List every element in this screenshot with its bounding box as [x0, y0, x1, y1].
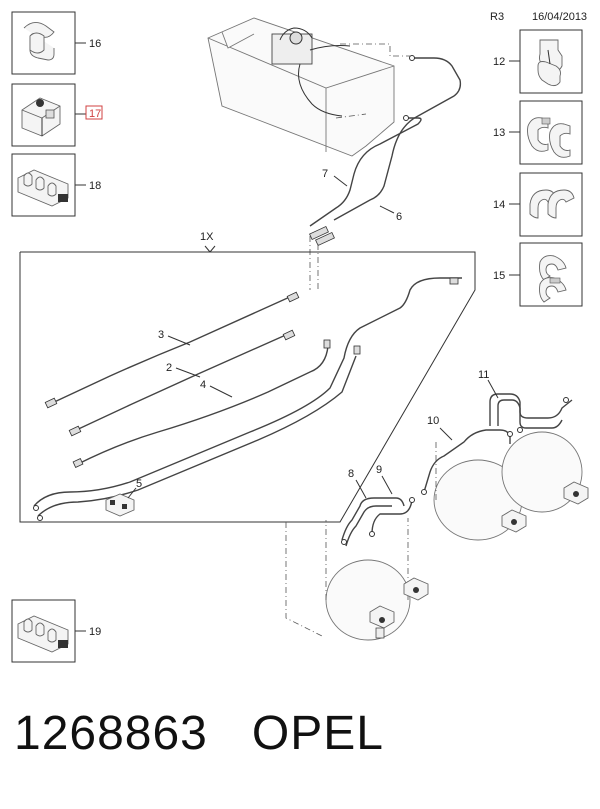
callout-6: 6 — [396, 211, 402, 223]
pipe-kit-group: 1X — [19, 231, 476, 523]
clamp-block-icon — [21, 97, 61, 137]
panel-label-16: 16 — [89, 38, 101, 50]
pipe-3 — [44, 291, 300, 409]
clip-icon — [23, 22, 55, 61]
pipe-long — [33, 277, 462, 521]
tank-middle — [433, 440, 523, 541]
footer: 1268863 OPEL — [14, 706, 384, 761]
pipe-9 — [369, 497, 415, 537]
pipe-6 — [333, 57, 462, 221]
tank-assembly — [207, 17, 410, 157]
callout-7: 7 — [322, 168, 328, 180]
panel-label-15: 15 — [493, 270, 505, 282]
left-panel-19[interactable]: 19 — [11, 599, 101, 663]
callout-4: 4 — [200, 379, 206, 391]
group-label: 1X — [200, 231, 214, 243]
callout-9: 9 — [376, 464, 382, 476]
tank-front — [325, 518, 411, 641]
callout-3: 3 — [158, 329, 164, 341]
multi-clip-icon-19 — [17, 615, 69, 653]
revision-label: R3 — [490, 11, 504, 23]
callout-2: 2 — [166, 362, 172, 374]
valve-2 — [403, 577, 429, 601]
clip-part-5 — [105, 493, 135, 517]
pipe-4 — [72, 339, 331, 468]
pipe-2 — [68, 329, 296, 437]
panel-label-12: 12 — [493, 56, 505, 68]
pipe-10 — [421, 429, 513, 495]
multi-clip-icon — [17, 169, 69, 207]
pipe-8 — [341, 497, 405, 547]
pump-module — [271, 27, 351, 117]
brand-name: OPEL — [251, 707, 384, 760]
right-panel-13[interactable]: 13 — [493, 100, 583, 165]
left-panel-16[interactable]: 16 — [11, 11, 101, 75]
left-panel-18[interactable]: 18 — [11, 153, 101, 217]
stacked-clip-icon — [539, 255, 567, 303]
valve-4 — [563, 481, 589, 505]
right-panel-15[interactable]: 15 — [493, 242, 583, 307]
part-number: 1268863 — [14, 707, 208, 760]
callout-5: 5 — [136, 478, 142, 490]
panel-label-13: 13 — [493, 127, 505, 139]
date-label: 16/04/2013 — [532, 11, 587, 23]
right-panel-12[interactable]: 12 — [493, 29, 583, 94]
tank-back — [501, 431, 583, 513]
pipe-7 — [309, 55, 422, 227]
left-panel-17[interactable]: 17 — [11, 83, 103, 147]
panel-label-17: 17 — [89, 108, 101, 120]
single-clip-icon — [537, 39, 563, 87]
callout-10: 10 — [427, 415, 439, 427]
double-clip-icon-14 — [529, 189, 575, 219]
valve-1 — [369, 605, 395, 639]
callout-11: 11 — [478, 369, 489, 381]
panel-label-14: 14 — [493, 199, 505, 211]
valve-3 — [501, 509, 527, 533]
double-clip-icon — [527, 117, 571, 158]
right-panel-14[interactable]: 14 — [493, 172, 583, 237]
panel-label-19: 19 — [89, 626, 101, 638]
panel-label-18: 18 — [89, 180, 101, 192]
callout-8: 8 — [348, 468, 354, 480]
pipe-11 — [489, 393, 573, 433]
